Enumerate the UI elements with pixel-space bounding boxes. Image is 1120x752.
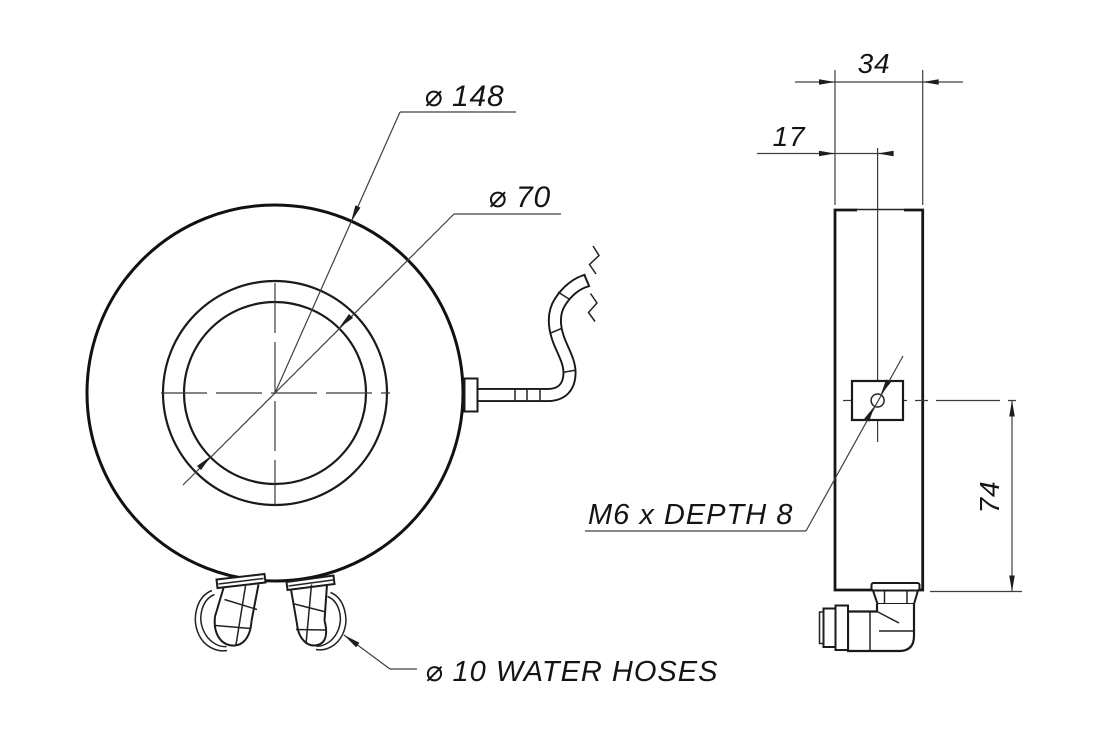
side-view: 34 17 74 M6 x DEPTH 8 (585, 48, 1022, 653)
dia148-leader (274, 111, 401, 394)
water-hoses-label: ⌀ 10 WATER HOSES (425, 656, 718, 688)
right-flange-line (288, 579, 334, 587)
right-elbow-outer-arc-2 (315, 591, 347, 651)
right-mid-line (305, 584, 313, 645)
left-flange-line (218, 577, 264, 585)
dim-74: 74 (930, 400, 1022, 593)
dim17-label: 17 (773, 121, 806, 152)
m6-arrowhead-upper (880, 379, 891, 395)
m6-arrowhead-lower (864, 406, 875, 422)
left-chord-1 (224, 598, 258, 611)
elbow-fitting (818, 582, 921, 653)
left-body-side-a (214, 587, 225, 617)
hoses-arrowhead (344, 635, 360, 648)
elbow-body (846, 604, 916, 653)
front-view: ⌀ 148 ⌀ 70 (85, 80, 718, 688)
collar-ring-1 (834, 604, 849, 651)
elbow-miter-line (876, 610, 900, 624)
callout-m6: M6 x DEPTH 8 (585, 355, 904, 532)
cable-break-squiggle-upper (588, 245, 600, 275)
right-chord-2 (295, 628, 326, 631)
cable-end-cap (583, 273, 591, 288)
left-elbow-outer-arc-2 (194, 589, 228, 652)
right-body-side-b (323, 584, 328, 621)
left-mid-line (235, 585, 247, 645)
dia148-label: ⌀ 148 (424, 80, 504, 113)
hose-fitting-right (285, 574, 347, 651)
dia148-arrowhead (351, 205, 361, 222)
hose-fitting-left (194, 572, 267, 652)
dim74-label: 74 (974, 481, 1005, 514)
m6-hole (850, 379, 905, 422)
front-outer-circle (85, 203, 465, 583)
cable-tick-6 (557, 291, 570, 300)
callout-water-hoses: ⌀ 10 WATER HOSES (343, 634, 718, 688)
dim17-arrow-left (819, 150, 835, 157)
dim34-arrow-right (922, 79, 939, 85)
right-body-side-a (290, 589, 298, 625)
cable-assembly (463, 245, 600, 413)
dim34-label: 34 (858, 48, 891, 79)
dim17-arrow-right (877, 150, 894, 157)
dim-dia-70: ⌀ 70 (182, 181, 561, 486)
cable-gland-connector (463, 377, 479, 413)
cable-tick-5 (549, 327, 562, 335)
cable-tube-fill (478, 275, 589, 401)
cable-tick-4 (562, 369, 577, 374)
left-elbow-outer-arc-1 (200, 593, 227, 648)
m6-hole-circle (870, 393, 885, 408)
right-elbow-outer-arc-1 (315, 595, 342, 647)
dia70-arrowhead-upper (339, 314, 353, 328)
collar-ring-2 (822, 607, 837, 648)
right-dome (296, 620, 328, 647)
m6-boss-square (850, 379, 905, 422)
dim-34: 34 (795, 48, 963, 205)
collar-end-cap (818, 611, 825, 645)
cable-break-squiggle-lower (587, 293, 598, 322)
dim-17: 17 (757, 121, 894, 157)
left-dome (213, 616, 253, 647)
dim34-arrow-left (819, 79, 835, 85)
dim74-arrow-top (1009, 400, 1015, 417)
left-body-side-b (250, 584, 260, 622)
dia70-leader (182, 213, 455, 486)
elbow-flange (870, 582, 921, 592)
m6-thread-label: M6 x DEPTH 8 (588, 499, 793, 531)
dia70-arrowhead-lower (197, 456, 211, 470)
dim74-arrow-bottom (1009, 575, 1015, 592)
dia70-label: ⌀ 70 (488, 181, 551, 214)
dim-dia-148: ⌀ 148 (274, 80, 516, 394)
left-chord-2 (215, 624, 251, 630)
elbow-hex-nut (871, 589, 920, 605)
water-hose-fittings (194, 572, 347, 652)
